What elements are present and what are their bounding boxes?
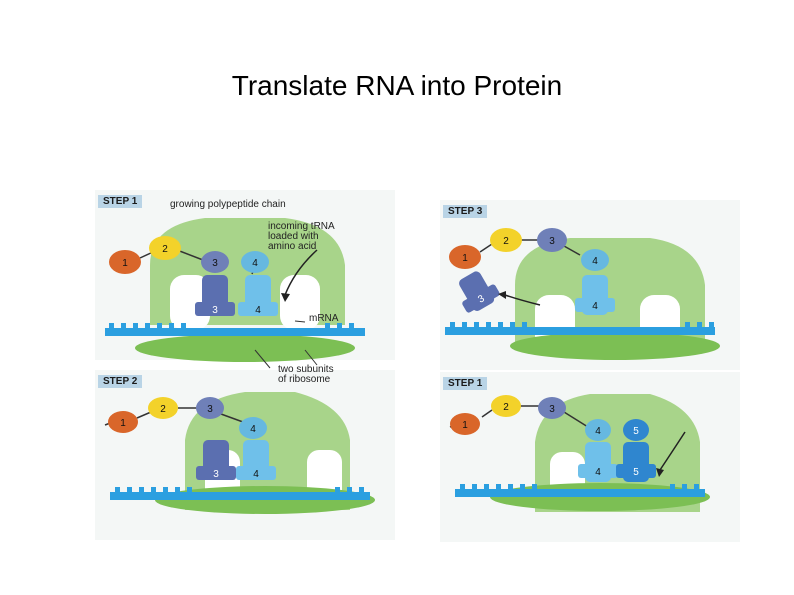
svg-text:3: 3 bbox=[549, 404, 555, 415]
svg-text:4: 4 bbox=[595, 467, 601, 478]
ribosome-label-line2: of ribosome bbox=[278, 374, 331, 385]
diagram-panel-step1: 3 4 1 2 3 4 bbox=[95, 190, 395, 369]
growing-chain-label: growing polypeptide chain bbox=[170, 199, 286, 210]
svg-text:1: 1 bbox=[462, 420, 468, 431]
trna-4: 4 bbox=[578, 442, 618, 482]
svg-text:2: 2 bbox=[160, 404, 166, 415]
amino-acid-1: 1 bbox=[108, 411, 138, 433]
amino-acid-5: 5 bbox=[623, 419, 649, 441]
diagram-panel-step2: 3 4 1 2 3 4 STEP 2 two subunits of bbox=[95, 349, 395, 540]
step-label: STEP 3 bbox=[443, 205, 488, 218]
step-label: STEP 2 bbox=[98, 375, 143, 388]
incoming-trna-label-line2: loaded with bbox=[268, 231, 319, 242]
released-trna-3: 3 bbox=[459, 271, 500, 313]
svg-text:1: 1 bbox=[122, 258, 128, 269]
svg-text:4: 4 bbox=[595, 426, 601, 437]
svg-text:2: 2 bbox=[503, 402, 509, 413]
trna-4: 4 bbox=[238, 275, 278, 316]
diagram-panel-step1-repeat: 4 5 1 2 3 4 5 S bbox=[440, 372, 740, 542]
amino-acid-2: 2 bbox=[148, 397, 178, 419]
amino-acid-4: 4 bbox=[241, 251, 269, 273]
mrna-label: mRNA bbox=[309, 313, 339, 324]
ribosome-diagram-step3: 4 3 1 2 3 4 bbox=[445, 228, 720, 360]
amino-acid-1: 1 bbox=[449, 245, 481, 269]
svg-text:2: 2 bbox=[162, 244, 168, 255]
mrna-codon-teeth bbox=[109, 323, 354, 329]
ribosome-diagram-step1-repeat: 4 5 1 2 3 4 5 bbox=[449, 394, 710, 512]
amino-acid-2: 2 bbox=[149, 236, 181, 260]
trna-4: 4 bbox=[236, 440, 276, 480]
svg-text:4: 4 bbox=[592, 256, 598, 267]
amino-acid-3: 3 bbox=[538, 397, 566, 419]
svg-text:5: 5 bbox=[633, 426, 639, 437]
svg-text:3: 3 bbox=[212, 258, 218, 269]
slide-title: Translate RNA into Protein bbox=[231, 70, 563, 101]
ribosome-diagram-step2: 3 4 1 2 3 4 bbox=[104, 349, 375, 514]
svg-text:3: 3 bbox=[212, 305, 218, 316]
amino-acid-2: 2 bbox=[491, 395, 521, 417]
mrna-codon-teeth bbox=[460, 484, 699, 490]
incoming-trna-label-line3: amino acid bbox=[268, 241, 317, 252]
svg-text:1: 1 bbox=[462, 253, 468, 264]
svg-text:2: 2 bbox=[503, 236, 509, 247]
amino-acid-3: 3 bbox=[196, 397, 224, 419]
amino-acid-1: 1 bbox=[450, 413, 480, 435]
mrna-codon-teeth bbox=[115, 487, 364, 493]
trna-4: 4 bbox=[575, 275, 615, 315]
mrna-codon-teeth bbox=[450, 322, 714, 328]
svg-text:4: 4 bbox=[255, 305, 261, 316]
svg-text:3: 3 bbox=[549, 236, 555, 247]
svg-text:4: 4 bbox=[250, 424, 256, 435]
svg-text:3: 3 bbox=[213, 469, 219, 480]
amino-acid-4: 4 bbox=[581, 249, 609, 271]
ribosome-diagram-step1: 3 4 1 2 3 4 bbox=[105, 218, 365, 369]
amino-acid-2: 2 bbox=[490, 228, 522, 252]
svg-text:3: 3 bbox=[207, 404, 213, 415]
amino-acid-3: 3 bbox=[201, 251, 229, 273]
trna-3: 3 bbox=[195, 275, 235, 316]
trna-5: 5 bbox=[616, 442, 656, 482]
amino-acid-3: 3 bbox=[537, 228, 567, 252]
amino-acid-1: 1 bbox=[109, 250, 141, 274]
step-label: STEP 1 bbox=[98, 195, 143, 208]
trna-3: 3 bbox=[196, 440, 236, 480]
ribosome-label-line1: two subunits bbox=[278, 364, 334, 375]
incoming-trna-label-line1: incoming tRNA bbox=[268, 221, 335, 232]
svg-text:4: 4 bbox=[592, 301, 598, 312]
svg-text:1: 1 bbox=[120, 418, 126, 429]
amino-acid-4: 4 bbox=[239, 417, 267, 439]
amino-acid-4: 4 bbox=[585, 419, 611, 441]
svg-text:5: 5 bbox=[633, 467, 639, 478]
svg-text:4: 4 bbox=[252, 258, 258, 269]
svg-text:3: 3 bbox=[476, 293, 487, 306]
diagram-panel-step3: 4 3 1 2 3 4 STEP 3 bbox=[440, 200, 740, 370]
step-label: STEP 1 bbox=[443, 377, 488, 390]
svg-text:4: 4 bbox=[253, 469, 259, 480]
